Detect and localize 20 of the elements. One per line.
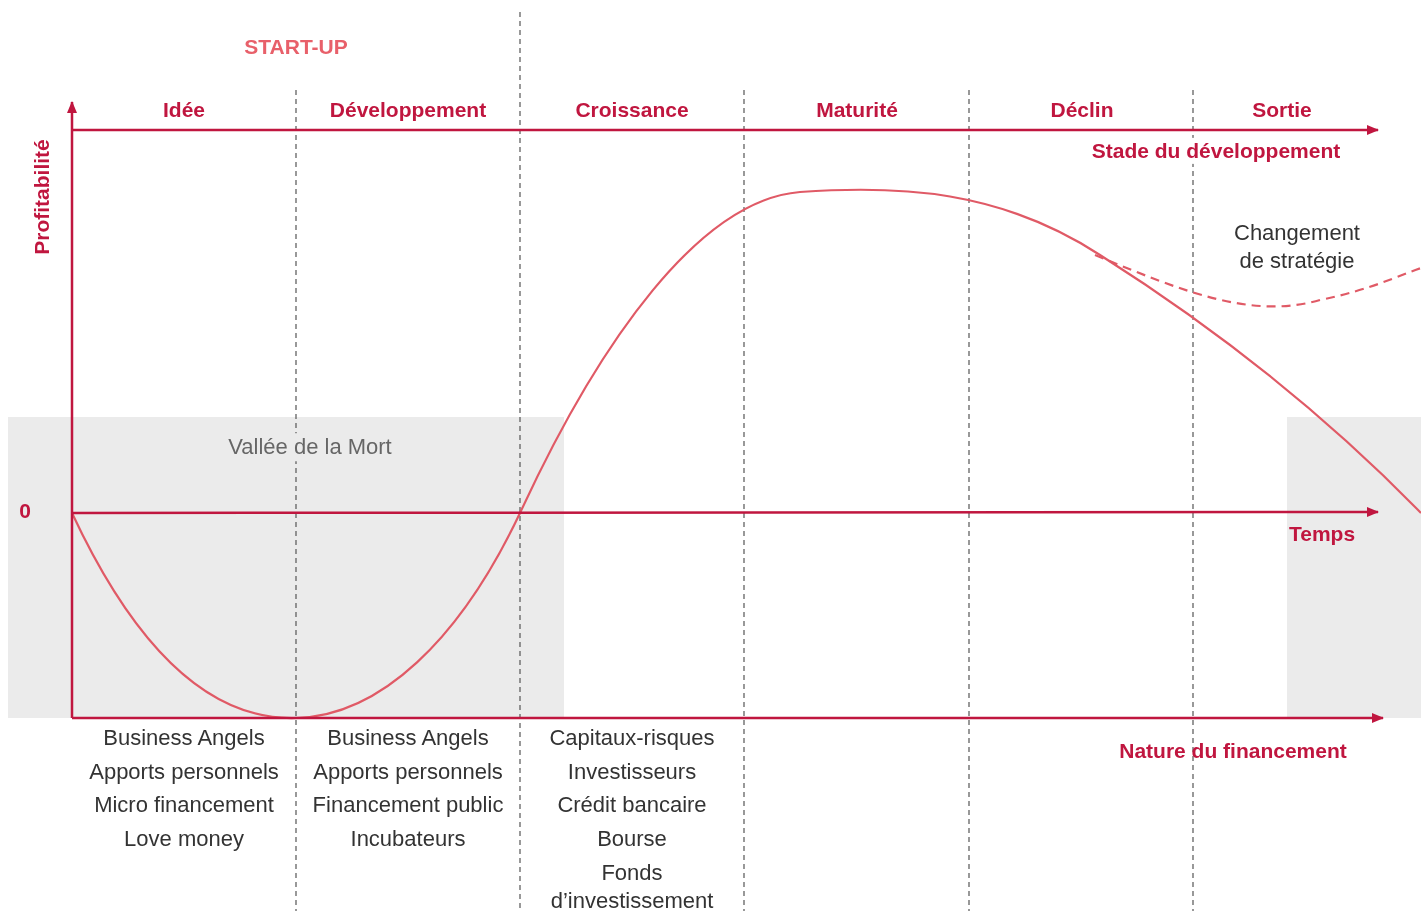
financing-source: Bourse bbox=[597, 825, 667, 853]
axis-value: 0 bbox=[19, 497, 31, 524]
axis-title: Nature du financement bbox=[1119, 737, 1347, 764]
financing-source: Investisseurs bbox=[567, 758, 697, 786]
financing-source: Business Angels bbox=[327, 724, 489, 752]
financing-source: Business Angels bbox=[103, 724, 265, 752]
zone-label: Vallée de la Mort bbox=[226, 433, 394, 461]
axis-title: Temps bbox=[1288, 520, 1356, 547]
financing-source: Incubateurs bbox=[350, 825, 466, 853]
axis-title: Profitabilité bbox=[28, 139, 54, 255]
financing-source: Apports personnels bbox=[89, 758, 279, 786]
financing-source: Love money bbox=[124, 825, 244, 853]
financing-source: Fonds d’investissement bbox=[549, 858, 715, 911]
financing-source: Crédit bancaire bbox=[557, 791, 707, 819]
financing-source: Capitaux-risques bbox=[549, 724, 715, 752]
axis-title: Stade du développement bbox=[1089, 137, 1343, 165]
financing-source: Micro financement bbox=[94, 791, 274, 819]
financing-source: Apports personnels bbox=[313, 758, 503, 786]
phase-label: START-UP bbox=[244, 33, 348, 60]
financing-source: Financement public bbox=[312, 791, 504, 819]
